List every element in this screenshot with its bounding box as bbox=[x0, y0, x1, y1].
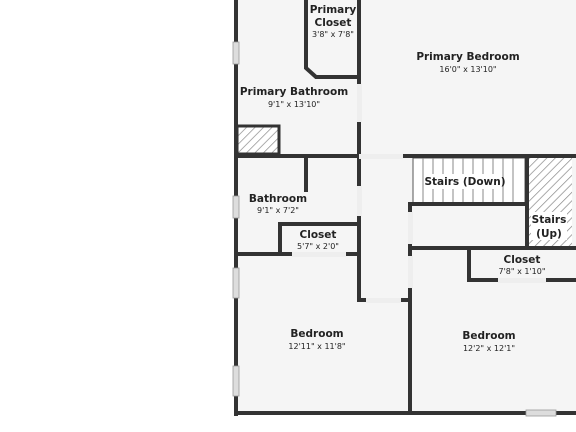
bedroom-closet-name: Closet bbox=[504, 254, 541, 266]
bedroom-left-dims: 12'11" x 11'8" bbox=[288, 342, 345, 351]
bedroom-left-label: Bedroom 12'11" x 11'8" bbox=[288, 328, 345, 351]
bedroom-right-name: Bedroom bbox=[462, 330, 515, 342]
stairs-up-label: Stairs (Up) bbox=[531, 212, 567, 240]
primary-bathroom-name: Primary Bathroom bbox=[240, 86, 348, 98]
primary-closet-name-1: Primary bbox=[310, 4, 357, 16]
windows bbox=[232, 41, 557, 417]
stairs-up-name-1: Stairs bbox=[532, 214, 567, 226]
bedroom-right-dims: 12'2" x 12'1" bbox=[463, 344, 515, 353]
primary-closet-name-2: Closet bbox=[315, 17, 352, 29]
primary-bathroom-dims: 9'1" x 13'10" bbox=[268, 100, 320, 109]
bedroom-closet-label: Closet 7'8" x 1'10" bbox=[498, 254, 545, 276]
door-openings bbox=[292, 84, 546, 303]
primary-bedroom-name: Primary Bedroom bbox=[416, 51, 519, 63]
shaft-hatch bbox=[235, 124, 281, 156]
bathroom-dims: 9'1" x 7'2" bbox=[257, 206, 299, 215]
bedroom-right-label: Bedroom 12'2" x 12'1" bbox=[462, 330, 515, 353]
hall-closet-name: Closet bbox=[300, 229, 337, 241]
bedroom-left-name: Bedroom bbox=[290, 328, 343, 340]
stairs-down-name: Stairs (Down) bbox=[424, 176, 505, 188]
hall-closet-dims: 5'7" x 2'0" bbox=[297, 242, 339, 251]
primary-bedroom-dims: 16'0" x 13'10" bbox=[439, 65, 496, 74]
stairs-down-label: Stairs (Down) bbox=[424, 174, 506, 189]
bathroom-label: Bathroom 9'1" x 7'2" bbox=[249, 193, 307, 215]
floor-area bbox=[236, 0, 576, 414]
primary-closet-dims: 3'8" x 7'8" bbox=[312, 30, 354, 39]
bathroom-name: Bathroom bbox=[249, 193, 307, 205]
hall-closet-label: Closet 5'7" x 2'0" bbox=[297, 229, 339, 251]
bedroom-closet-dims: 7'8" x 1'10" bbox=[498, 267, 545, 276]
primary-bedroom-label: Primary Bedroom 16'0" x 13'10" bbox=[416, 51, 519, 74]
primary-closet-label: Primary Closet 3'8" x 7'8" bbox=[310, 4, 357, 39]
primary-bathroom-label: Primary Bathroom 9'1" x 13'10" bbox=[240, 86, 348, 109]
stairs-up-name-2: (Up) bbox=[536, 228, 562, 240]
